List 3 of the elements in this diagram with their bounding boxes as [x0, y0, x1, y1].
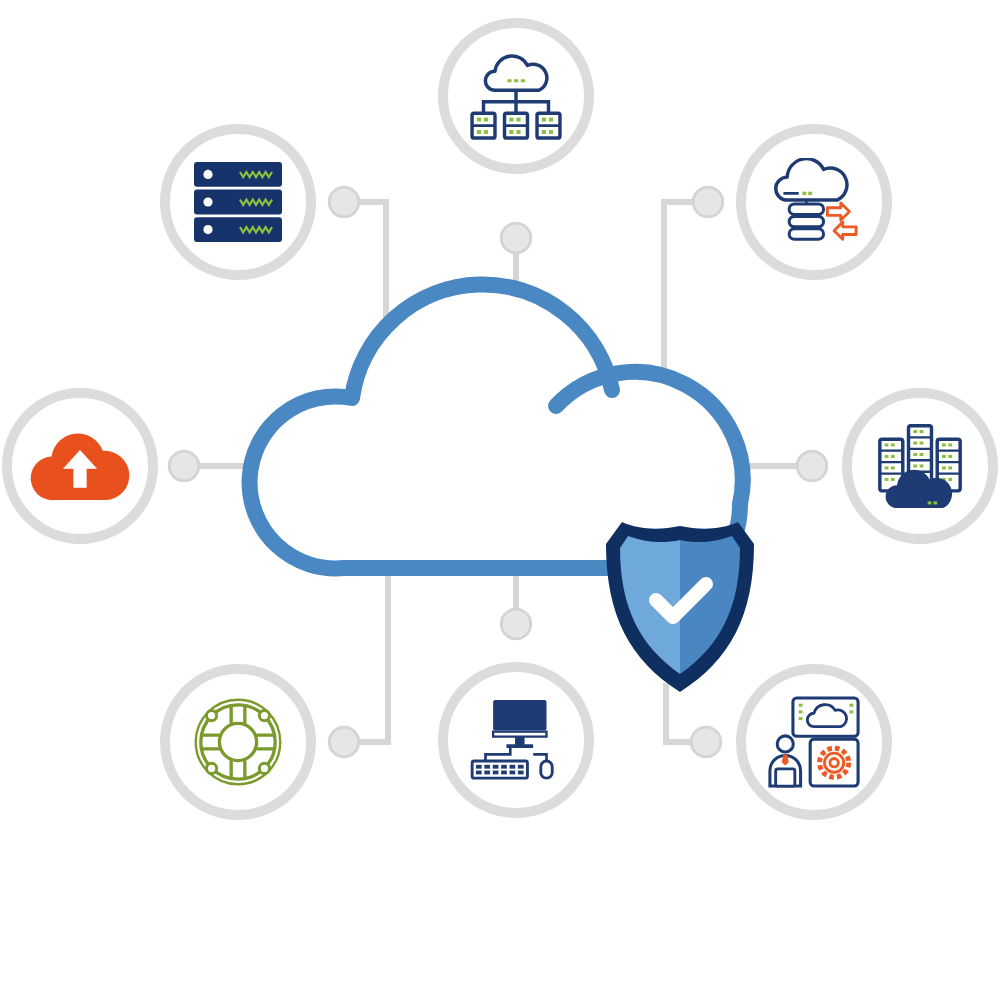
shield-check-icon [606, 520, 754, 692]
connector-line [663, 682, 723, 759]
cloud-outline [240, 278, 752, 578]
